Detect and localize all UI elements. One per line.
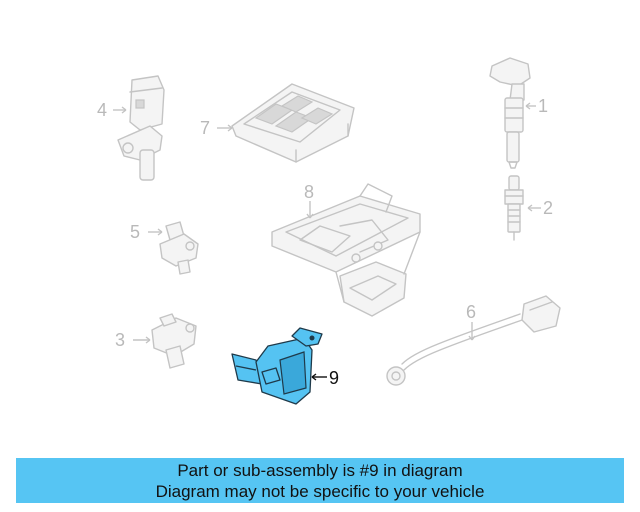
part-2-spark-plug: 2 [504, 175, 553, 241]
part-5-sensor: 5 [130, 221, 199, 275]
part-9-highlighted-bracket: 9 [231, 327, 339, 405]
callout-6: 6 [466, 302, 476, 322]
part-8-mounting-bracket: 8 [271, 182, 421, 317]
callout-3: 3 [115, 330, 125, 350]
callout-1: 1 [538, 96, 548, 116]
callout-7: 7 [200, 118, 210, 138]
part-3-sensor: 3 [115, 313, 197, 369]
part-1-ignition-coil: 1 [489, 57, 548, 169]
callout-2: 2 [543, 198, 553, 218]
info-banner: Part or sub-assembly is #9 in diagram Di… [16, 458, 624, 503]
parts-diagram: 1 2 4 7 [97, 57, 561, 405]
callout-4: 4 [97, 100, 107, 120]
part-7-engine-control-module: 7 [200, 83, 355, 163]
callout-9: 9 [329, 368, 339, 388]
part-6-knock-sensor: 6 [386, 295, 561, 386]
banner-line-1: Part or sub-assembly is #9 in diagram [177, 461, 463, 480]
callout-5: 5 [130, 222, 140, 242]
callout-8: 8 [304, 182, 314, 202]
banner-line-2: Diagram may not be specific to your vehi… [155, 482, 485, 501]
part-4-camshaft-sensor: 4 [97, 75, 165, 181]
